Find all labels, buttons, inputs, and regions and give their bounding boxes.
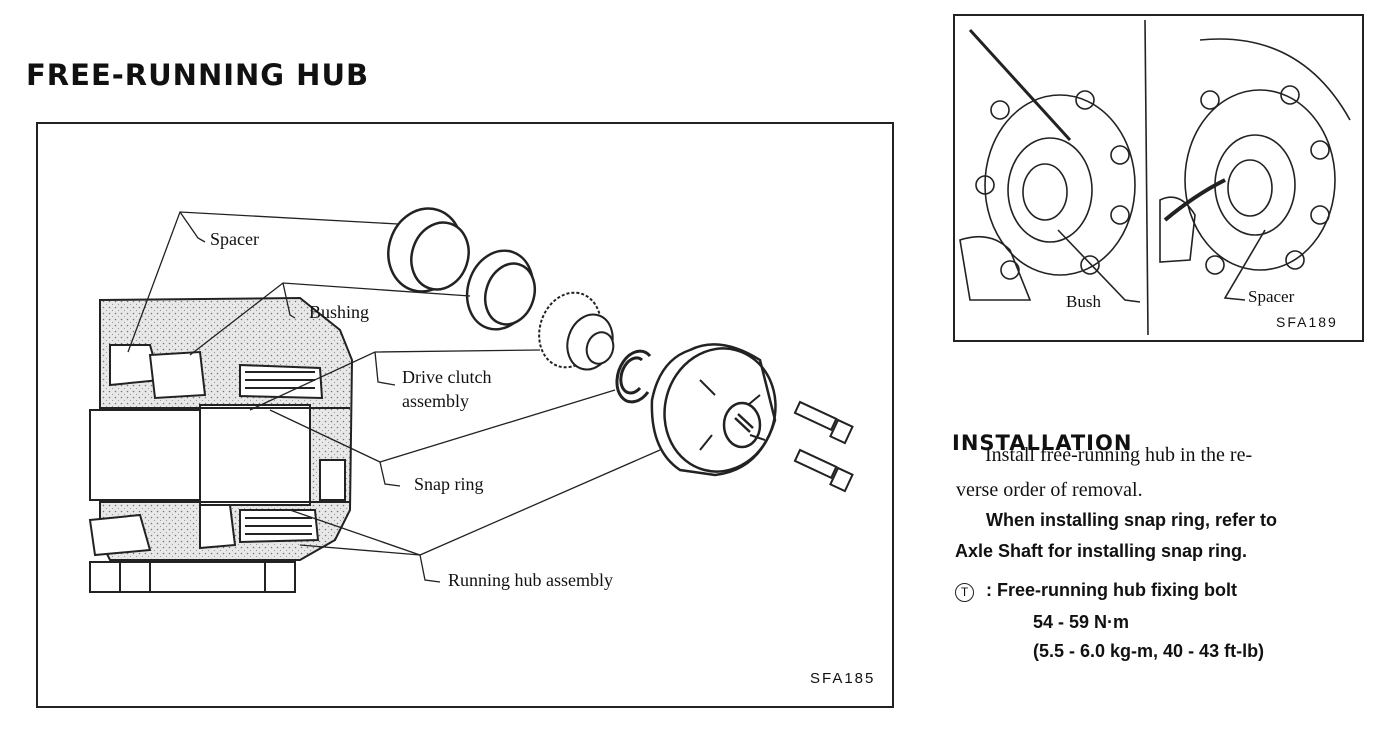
- installation-heading: INSTALLATION: [952, 431, 1133, 455]
- installation-line3: When installing snap ring, refer to: [986, 510, 1278, 530]
- label-running-hub: Running hub assembly: [448, 570, 613, 590]
- label-bush: Bush: [1066, 292, 1101, 311]
- label-spacer: Spacer: [210, 229, 259, 249]
- installation-line4: Axle Shaft for installing snap ring.: [955, 541, 1248, 561]
- exploded-view-figure: [36, 122, 894, 708]
- label-drive-clutch-line1: Drive clutch: [402, 367, 492, 387]
- page-title: FREE-RUNNING HUB: [26, 58, 370, 92]
- snap-ring-part: [615, 349, 652, 404]
- leader-lines: [127, 211, 661, 583]
- installation-line2: verse order of removal.: [956, 479, 1143, 501]
- label-bushing: Bushing: [309, 302, 370, 322]
- label-photo-spacer: Spacer: [1248, 287, 1295, 306]
- fixing-bolts: [793, 400, 854, 493]
- torque-nm: 54 - 59 N·m: [1033, 612, 1130, 632]
- figure-code-photo: SFA189: [1276, 314, 1338, 330]
- hub-cross-section: [88, 296, 354, 593]
- figure-code-main: SFA185: [810, 670, 876, 687]
- photo-drawing: [959, 19, 1351, 336]
- bushing-part: [465, 249, 537, 331]
- torque-symbol-icon: T: [955, 583, 974, 602]
- torque-label: : Free-running hub fixing bolt: [986, 580, 1237, 600]
- running-hub-part: [650, 343, 777, 477]
- label-drive-clutch-line2: assembly: [402, 391, 469, 411]
- spacer-part: [387, 207, 470, 293]
- installation-line1: Install free-running hub in the re-: [985, 444, 1253, 466]
- installation-photo-figure: [953, 14, 1364, 342]
- drive-clutch-part: [538, 291, 615, 371]
- torque-alt-units: (5.5 - 6.0 kg-m, 40 - 43 ft-lb): [1033, 641, 1265, 661]
- label-snap-ring: Snap ring: [414, 474, 484, 494]
